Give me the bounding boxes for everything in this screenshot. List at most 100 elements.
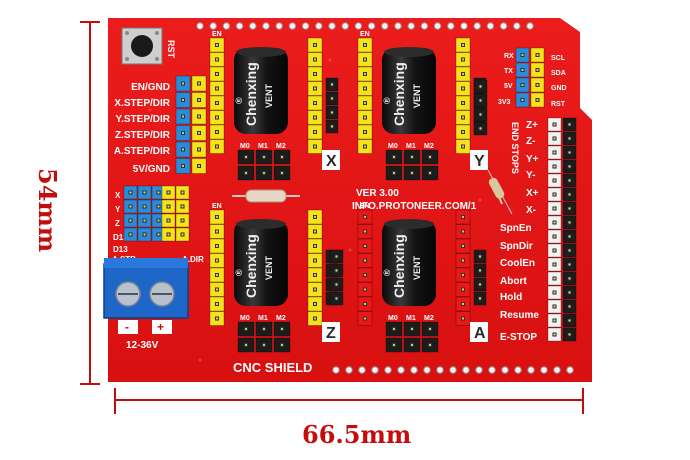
- axis-letter: Z: [322, 322, 340, 342]
- pin-hole: [384, 366, 392, 374]
- header-pin: [547, 117, 562, 132]
- header-pin: [307, 267, 323, 283]
- header-pin: [175, 125, 191, 141]
- capacitor: [234, 48, 288, 134]
- svg-text:CoolEn: CoolEn: [500, 258, 535, 269]
- reset-button[interactable]: [121, 27, 163, 65]
- microstep-label: M0: [388, 143, 398, 150]
- pin-hole: [288, 22, 297, 30]
- header-pin: [307, 253, 323, 268]
- header-pin: [325, 119, 339, 134]
- header-pin: [455, 37, 471, 53]
- header-pin: [357, 37, 373, 53]
- board-version-info: VER 3.00 INFO.PROTONEER.COM/1: [352, 188, 477, 212]
- header-pin: [547, 327, 562, 342]
- label-x-minus: X-: [526, 205, 536, 216]
- header-pin: [175, 185, 190, 200]
- header-pin: [455, 224, 471, 239]
- header-pin: [455, 95, 471, 111]
- label-3v3: 3V3: [498, 99, 511, 106]
- header-pin: [473, 249, 487, 264]
- header-pin: [403, 165, 421, 181]
- pin-hole: [381, 22, 389, 30]
- en-label: EN: [360, 203, 370, 210]
- microstep-label: M0: [388, 315, 398, 322]
- en-label: EN: [212, 31, 222, 38]
- header-pin: [562, 327, 577, 342]
- power-polarity-labels: - + 12-36V: [118, 320, 172, 351]
- header-pin: [547, 145, 562, 160]
- header-pin: [562, 299, 577, 314]
- header-pin: [161, 185, 176, 200]
- label-x: X: [115, 191, 121, 200]
- label-gnd: GND: [551, 85, 567, 92]
- header-pin: [307, 296, 323, 312]
- width-dimension-line: [114, 388, 584, 414]
- capacitor-vent: VENT: [412, 83, 422, 108]
- header-pin: [307, 37, 323, 53]
- header-pin: [547, 173, 562, 188]
- capacitor-mark: ®: [382, 97, 392, 104]
- header-pin: [515, 92, 530, 108]
- capacitor-brand: Chenxing: [243, 234, 259, 298]
- microstep-label: M1: [258, 315, 268, 322]
- capacitor: [382, 220, 436, 306]
- header-pin: [455, 267, 471, 283]
- pin-hole: [209, 22, 217, 30]
- header-pin: [307, 124, 323, 140]
- svg-text:A: A: [474, 325, 486, 342]
- header-pin: [175, 108, 191, 125]
- header-pin: [357, 296, 373, 312]
- header-pin: [455, 52, 471, 67]
- pin-hole: [410, 366, 418, 374]
- header-pin: [307, 110, 323, 125]
- endstop-labels: END STOPS Z+ Z- Y+ Y- X+ X-: [510, 120, 539, 216]
- microstep-label: M2: [424, 315, 434, 322]
- microstep-label: M1: [406, 143, 416, 150]
- header-pin: [175, 158, 191, 174]
- pin-hole: [222, 22, 231, 30]
- width-dimension-label: 66.5mm: [302, 420, 412, 449]
- pin-hole: [553, 366, 561, 374]
- microstep-label: M2: [424, 143, 434, 150]
- header-pin: [530, 47, 545, 63]
- header-pin: [209, 311, 225, 326]
- header-pin: [325, 91, 339, 106]
- header-pin: [209, 37, 225, 53]
- header-pin: [209, 81, 225, 96]
- header-pin: [175, 213, 190, 228]
- header-pin: [329, 291, 344, 306]
- axis-letter: Y: [470, 150, 488, 170]
- header-pin: [255, 321, 273, 337]
- capacitor-brand: Chenxing: [391, 234, 407, 298]
- pin-hole: [566, 366, 574, 374]
- axis-letter: X: [322, 150, 340, 170]
- header-pin: [123, 199, 138, 214]
- pin-hole: [420, 22, 429, 30]
- header-pin: [385, 337, 403, 353]
- control-label-2: CoolEn: [500, 258, 535, 269]
- header-pin: [151, 227, 166, 242]
- header-pin: [307, 81, 323, 96]
- header-pin: [473, 107, 488, 122]
- header-pin: [209, 267, 225, 283]
- header-pin: [307, 52, 323, 67]
- header-pin: [530, 77, 545, 93]
- header-pin: [357, 124, 373, 140]
- svg-text:SpnDir: SpnDir: [500, 241, 533, 252]
- svg-text:Y: Y: [474, 153, 485, 170]
- header-pin: [175, 92, 191, 108]
- header-pin: [357, 52, 373, 67]
- header-pin: [515, 47, 530, 63]
- header-pin: [473, 263, 487, 278]
- label-x-step-dir: X.STEP/DIR: [114, 98, 170, 109]
- pin-hole: [367, 22, 376, 30]
- header-pin: [209, 282, 225, 297]
- header-pin: [385, 165, 403, 181]
- left-pin-header: [175, 75, 207, 174]
- endstop-title: END STOPS: [510, 122, 520, 174]
- header-pin: [357, 224, 373, 239]
- pin-hole: [513, 22, 521, 30]
- capacitor-mark: ®: [382, 269, 392, 276]
